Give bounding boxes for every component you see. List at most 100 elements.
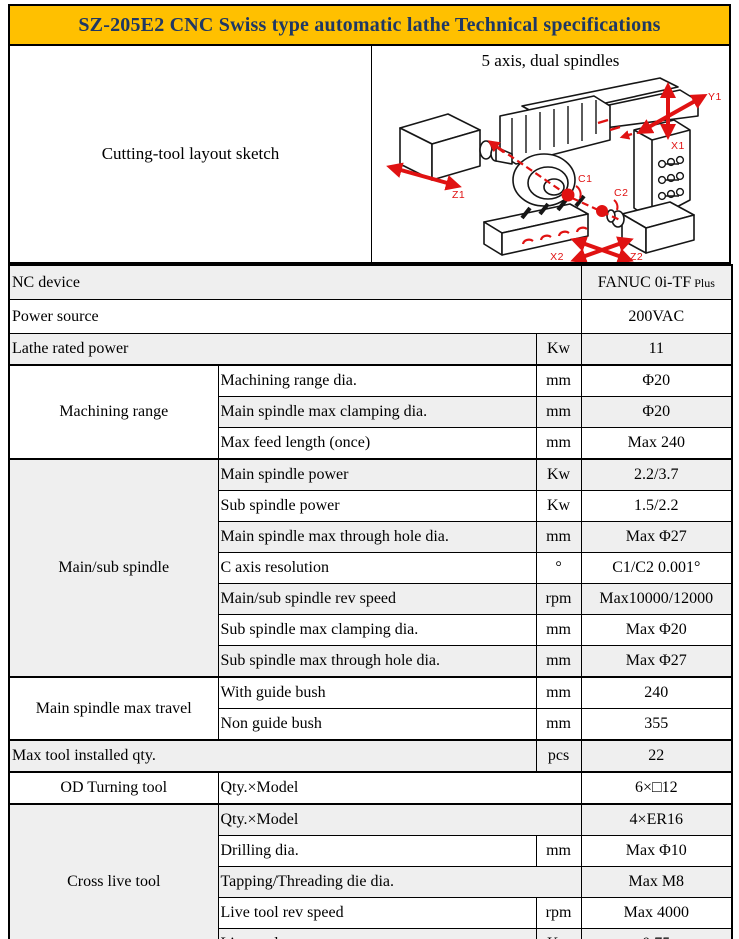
spec-cell-lab: Max tool installed qty.: [8, 739, 537, 773]
spec-cell-desc: Qty.×Model: [217, 803, 582, 836]
spec-cell-grp: Main/sub spindle: [8, 458, 219, 678]
spec-cell-lab: Lathe rated power: [8, 333, 537, 366]
table-row: Tapping/Threading die dia.Max M8: [9, 866, 733, 898]
spec-cell-val: Max 240: [580, 427, 733, 460]
spec-cell-desc: Sub spindle max clamping dia.: [217, 614, 537, 646]
spec-cell-desc: Machining range dia.: [217, 364, 537, 397]
spec-cell-val: 1.5/2.2: [580, 490, 733, 522]
spec-cell-val: 355: [580, 708, 733, 741]
spec-cell-grp: Machining range: [8, 364, 219, 460]
spec-cell-val: Max10000/12000: [580, 583, 733, 615]
spec-cell-desc: Tapping/Threading die dia.: [217, 866, 582, 898]
spec-cell-val: Max 4000: [580, 897, 733, 929]
sketch-section: Cutting-tool layout sketch 5 axis, dual …: [8, 46, 731, 264]
spec-cell-desc: Drilling dia.: [217, 835, 537, 867]
spec-cell-desc: Main spindle max clamping dia.: [217, 396, 537, 428]
spec-cell-val: Max M8: [580, 866, 733, 898]
table-row: Live tool powerKw0.75: [9, 928, 733, 939]
sketch-label-cell: Cutting-tool layout sketch: [10, 46, 372, 262]
sketch-caption: 5 axis, dual spindles: [481, 51, 620, 70]
axis-label-x2: X2: [550, 251, 564, 262]
axis-label-c1: C1: [578, 173, 592, 185]
spec-cell-unit: mm: [535, 708, 582, 741]
title-bar: SZ-205E2 CNC Swiss type automatic lathe …: [8, 4, 731, 46]
spec-cell-desc: Live tool rev speed: [217, 897, 537, 929]
spec-cell-desc: Qty.×Model: [217, 771, 582, 805]
spec-cell-unit: mm: [535, 645, 582, 678]
spec-cell-unit: mm: [535, 835, 582, 867]
spec-cell-val: Max Φ27: [580, 521, 733, 553]
spec-cell-val: Φ20: [580, 364, 733, 397]
axis-dots: [561, 188, 608, 217]
spec-cell-desc: C axis resolution: [217, 552, 537, 584]
spec-cell-val: C1/C2 0.001°: [580, 552, 733, 584]
spec-cell-desc: Main spindle power: [217, 458, 537, 491]
spec-cell-unit: °: [535, 552, 582, 584]
spec-cell-val: 200VAC: [580, 299, 733, 334]
axis-label-z1: Z1: [452, 189, 465, 201]
spec-cell-desc: With guide bush: [217, 676, 537, 709]
spec-cell-val: 4×ER16: [580, 803, 733, 836]
spec-cell-unit: Kw: [535, 333, 582, 366]
spec-cell-val: Max Φ10: [580, 835, 733, 867]
axis-label-z2: Z2: [630, 251, 643, 262]
spec-cell-suffix: Plus: [691, 275, 715, 290]
machine-line-art: [399, 77, 699, 256]
spec-cell-grp: Main spindle max travel: [8, 676, 219, 741]
spec-cell-val: 240: [580, 676, 733, 709]
spec-cell-desc: Non guide bush: [217, 708, 537, 741]
machine-sketch-image: Y1 X1 Z1 C1 C2 X2 Z2: [386, 77, 722, 262]
spec-cell-val: 22: [580, 739, 733, 773]
spec-cell-unit: mm: [535, 364, 582, 397]
spec-cell-val: 11: [580, 333, 733, 366]
axis-arrows: [386, 82, 708, 262]
spec-cell-unit: rpm: [535, 583, 582, 615]
axis-labels: Y1 X1 Z1 C1 C2 X2 Z2: [452, 91, 722, 262]
axis-label-c2: C2: [614, 187, 628, 199]
spec-cell-val: 2.2/3.7: [580, 458, 733, 491]
spec-cell-grp: Cross live tool: [8, 803, 219, 939]
spec-cell-val: Max Φ27: [580, 645, 733, 678]
spec-cell-unit: mm: [535, 396, 582, 428]
spec-cell-unit: mm: [535, 614, 582, 646]
spec-cell-lab: Power source: [8, 299, 582, 334]
spec-cell-desc: Live tool power: [217, 928, 537, 939]
spec-cell-unit: Kw: [535, 490, 582, 522]
spec-cell-desc: Max feed length (once): [217, 427, 537, 460]
spec-cell-desc: Sub spindle power: [217, 490, 537, 522]
spec-cell-val: 0.75: [580, 928, 733, 939]
spec-cell-unit: mm: [535, 676, 582, 709]
spec-cell-unit: Kw: [535, 458, 582, 491]
spec-cell-unit: Kw: [535, 928, 582, 939]
spec-cell-desc: Sub spindle max through hole dia.: [217, 645, 537, 678]
spec-cell-unit: mm: [535, 521, 582, 553]
spec-cell-unit: rpm: [535, 897, 582, 929]
page-title: SZ-205E2 CNC Swiss type automatic lathe …: [78, 13, 661, 36]
spec-cell-val: Max Φ20: [580, 614, 733, 646]
spec-cell-val: FANUC 0i-TF Plus: [580, 264, 733, 300]
spec-cell-val: Φ20: [580, 396, 733, 428]
sketch-cell: 5 axis, dual spindles: [372, 46, 729, 262]
spec-cell-lab: NC device: [8, 264, 582, 300]
axis-label-y1: Y1: [708, 91, 722, 103]
spec-cell-unit: mm: [535, 427, 582, 460]
